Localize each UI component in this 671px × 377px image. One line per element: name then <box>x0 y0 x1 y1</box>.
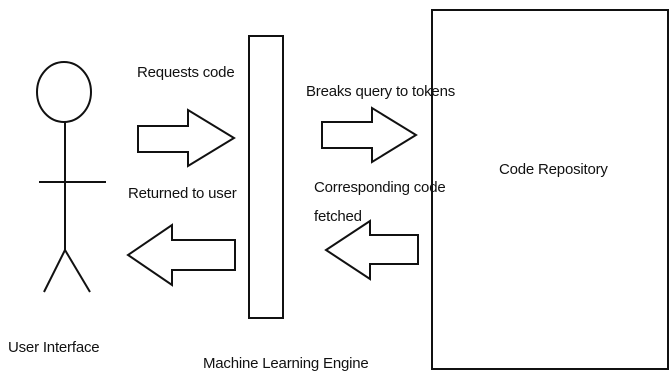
returned-to-user-label: Returned to user <box>128 185 237 202</box>
user-head <box>36 61 92 123</box>
user-stick-figure <box>36 61 106 293</box>
code-repository-box <box>431 9 669 370</box>
user-right-leg <box>64 249 91 293</box>
user-interface-label: User Interface <box>8 339 100 356</box>
user-left-leg <box>43 249 66 293</box>
ml-engine-label: Machine Learning Engine <box>203 355 369 372</box>
breaks-query-label: Breaks query to tokens <box>306 83 456 100</box>
fetched-label: fetched <box>314 208 362 225</box>
arrow-breaks-right <box>321 106 418 164</box>
arrow-returned-left <box>126 223 236 287</box>
arrow-fetched-left <box>324 219 419 281</box>
code-repository-label: Code Repository <box>499 161 608 178</box>
arrow-requests-right <box>137 108 236 168</box>
corresponding-code-label: Corresponding code <box>314 179 446 196</box>
ml-engine-box <box>248 35 284 319</box>
requests-code-label: Requests code <box>137 64 235 81</box>
